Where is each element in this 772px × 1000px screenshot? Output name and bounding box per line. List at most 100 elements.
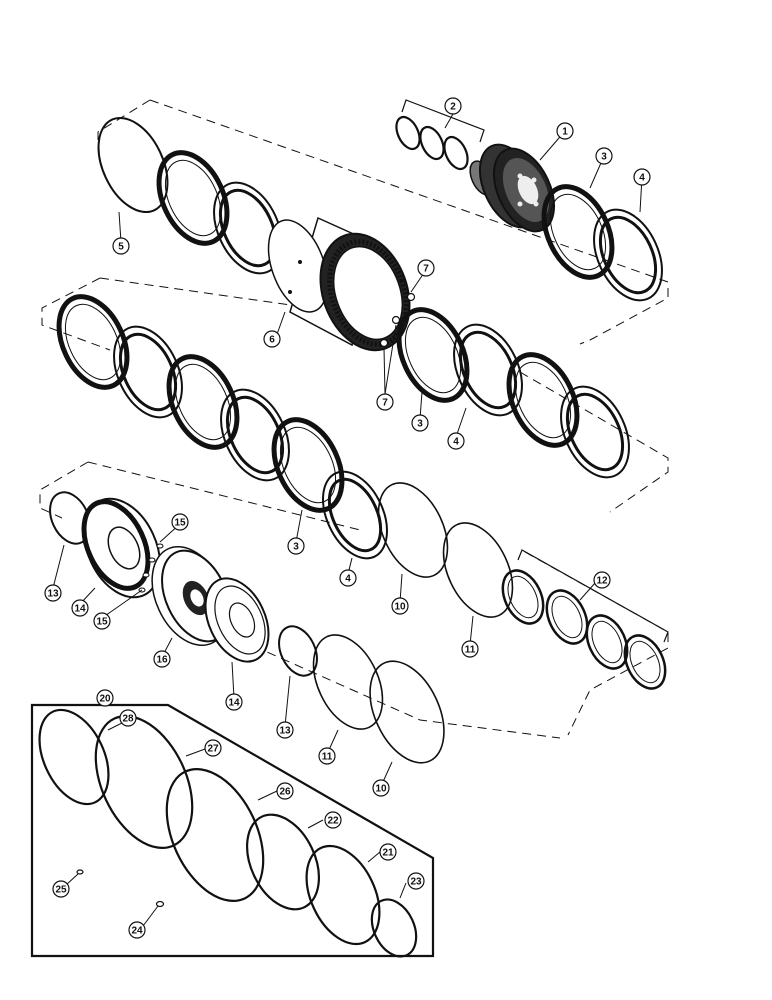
callout-4: 4 <box>633 168 651 186</box>
bearing-rings-12 <box>501 569 667 690</box>
svg-text:10: 10 <box>394 602 406 613</box>
seal-ring-28 <box>38 708 110 806</box>
callout-13: 13 <box>44 584 62 602</box>
friction-disc-top-a <box>156 150 230 246</box>
callout-27: 27 <box>204 739 222 757</box>
callout-3: 3 <box>287 537 305 555</box>
svg-text:4: 4 <box>345 574 351 585</box>
svg-text:4: 4 <box>639 173 645 184</box>
callout-13: 13 <box>276 721 294 739</box>
svg-text:25: 25 <box>55 885 67 896</box>
clutch-drum-6 <box>267 216 411 352</box>
callout-23: 23 <box>407 872 425 890</box>
callout-24: 24 <box>128 921 146 939</box>
svg-text:28: 28 <box>122 714 134 725</box>
seal-ring-21 <box>305 844 381 946</box>
callout-14: 14 <box>225 693 243 711</box>
svg-text:11: 11 <box>465 645 476 656</box>
seal-ring-22 <box>246 813 320 911</box>
seal-ring-10b <box>369 660 445 764</box>
bracket-2 <box>401 99 485 143</box>
check-balls-7 <box>379 292 416 348</box>
svg-text:3: 3 <box>417 419 423 430</box>
svg-text:24: 24 <box>131 926 143 937</box>
callout-11: 11 <box>318 747 336 765</box>
svg-text:14: 14 <box>74 604 86 615</box>
seal-ring-27 <box>94 715 194 849</box>
svg-text:10: 10 <box>375 784 387 795</box>
svg-text:4: 4 <box>453 437 459 448</box>
svg-text:13: 13 <box>47 589 59 600</box>
snap-ring-5 <box>97 116 169 214</box>
bracket-12 <box>517 549 669 643</box>
svg-text:6: 6 <box>269 335 275 346</box>
callout-3: 3 <box>411 414 429 432</box>
svg-text:12: 12 <box>596 576 608 587</box>
o-ring-24 <box>155 900 165 908</box>
callout-7: 7 <box>376 393 394 411</box>
steel-plate-mid-1 <box>113 325 183 419</box>
svg-text:21: 21 <box>382 848 394 859</box>
svg-text:16: 16 <box>156 655 168 666</box>
svg-text:13: 13 <box>279 726 291 737</box>
svg-text:11: 11 <box>322 752 333 763</box>
callout-15: 15 <box>171 513 189 531</box>
svg-text:5: 5 <box>118 242 124 253</box>
steel-plate-top-4 <box>593 208 663 302</box>
friction-disc-mid-5 <box>506 352 580 448</box>
callout-12: 12 <box>593 571 611 589</box>
steel-plate-mid-5 <box>560 385 630 479</box>
callout-14: 14 <box>71 599 89 617</box>
svg-text:15: 15 <box>174 518 186 529</box>
dashed-group-outline-bottom <box>39 461 669 739</box>
callout-2: 2 <box>444 97 462 115</box>
callout-7: 7 <box>417 259 435 277</box>
svg-text:15: 15 <box>96 617 108 628</box>
callouts: 1 2 3 4 5 6 7 7 <box>44 97 651 939</box>
hub-gear-1 <box>469 143 556 233</box>
svg-text:3: 3 <box>601 152 607 163</box>
seal-ring-11a <box>442 522 514 618</box>
svg-text:27: 27 <box>207 744 219 755</box>
callout-22: 22 <box>324 811 342 829</box>
callout-16: 16 <box>153 650 171 668</box>
callout-26: 26 <box>276 782 294 800</box>
svg-text:23: 23 <box>410 877 422 888</box>
seal-ring-23 <box>370 898 418 958</box>
callout-21: 21 <box>379 843 397 861</box>
callout-11: 11 <box>461 640 479 658</box>
callout-4: 4 <box>339 569 357 587</box>
callout-15: 15 <box>93 612 111 630</box>
piston-plate-14a <box>81 497 161 599</box>
svg-text:3: 3 <box>293 542 299 553</box>
steel-plate-mid-3 <box>322 470 388 560</box>
seal-ring-10a <box>377 482 449 578</box>
friction-disc-top-3 <box>541 184 615 280</box>
inset-panel-border <box>30 703 435 958</box>
steel-plate-mid-4 <box>453 323 523 417</box>
callout-6: 6 <box>263 330 281 348</box>
callout-25: 25 <box>52 880 70 898</box>
friction-disc-mid-1 <box>56 294 130 390</box>
steel-plate-top-a <box>213 181 283 275</box>
callout-1: 1 <box>556 122 574 140</box>
snap-ring-13b <box>278 625 318 677</box>
callout-20: 20 <box>96 689 114 707</box>
piston-plate-14b <box>204 577 270 663</box>
dashed-group-outline-top <box>97 99 669 345</box>
seal-ring-26 <box>165 768 265 902</box>
callout-3: 3 <box>595 147 613 165</box>
svg-text:26: 26 <box>279 787 291 798</box>
callout-5: 5 <box>112 237 130 255</box>
svg-text:1: 1 <box>562 127 568 138</box>
friction-disc-mid-2 <box>166 354 240 450</box>
friction-disc-mid-3 <box>271 417 345 513</box>
callout-10: 10 <box>372 779 390 797</box>
seal-ring-11b <box>312 634 384 730</box>
steel-plate-mid-2 <box>220 388 290 482</box>
callout-10: 10 <box>391 597 409 615</box>
callout-4: 4 <box>447 432 465 450</box>
svg-text:14: 14 <box>228 698 240 709</box>
svg-text:7: 7 <box>423 264 429 275</box>
